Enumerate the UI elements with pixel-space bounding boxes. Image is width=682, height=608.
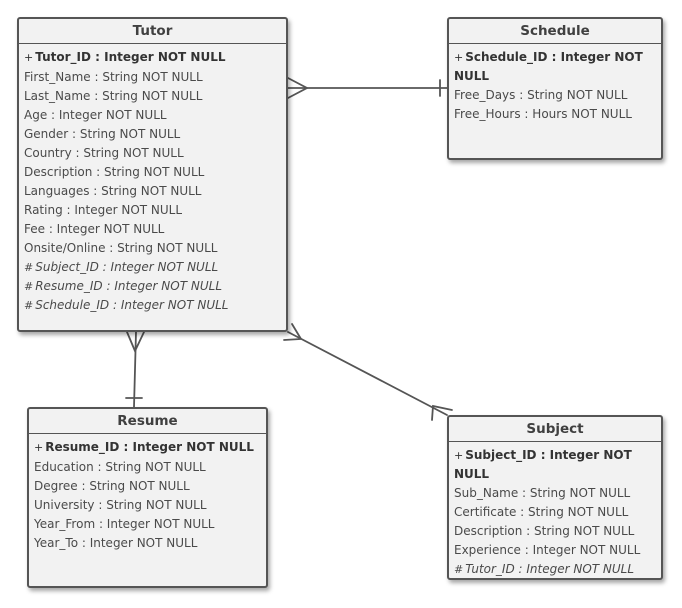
attribute-row: Gender : String NOT NULL xyxy=(24,125,281,144)
attribute-text: Certificate : String NOT NULL xyxy=(454,505,629,519)
primary-key-attribute: +Resume_ID : Integer NOT NULL xyxy=(34,438,261,457)
attribute-text: Sub_Name : String NOT NULL xyxy=(454,486,631,500)
attribute-text: Description : String NOT NULL xyxy=(454,524,635,538)
attribute-row: Fee : Integer NOT NULL xyxy=(24,220,281,239)
relationship-tutor-subject[interactable] xyxy=(283,323,453,421)
attribute-row: Country : String NOT NULL xyxy=(24,144,281,163)
attribute-prefix: + xyxy=(454,51,464,64)
attribute-text: Rating : Integer NOT NULL xyxy=(24,203,183,217)
attribute-row: Description : String NOT NULL xyxy=(24,163,281,182)
attribute-row: University : String NOT NULL xyxy=(34,496,261,515)
attribute-text: Education : String NOT NULL xyxy=(34,460,206,474)
attribute-text: First_Name : String NOT NULL xyxy=(24,70,203,84)
attribute-list-schedule: +Schedule_ID : Integer NOT NULL Free_Days… xyxy=(449,44,661,124)
crowsfoot-many-tutor-side xyxy=(126,331,145,354)
attribute-text: Fee : Integer NOT NULL xyxy=(24,222,165,236)
attribute-text: Experience : Integer NOT NULL xyxy=(454,543,641,557)
crowsfoot-many-tutor-side xyxy=(287,77,309,99)
attribute-text: Onsite/Online : String NOT NULL xyxy=(24,241,218,255)
attribute-row: Age : Integer NOT NULL xyxy=(24,106,281,125)
attribute-row: Description : String NOT NULL xyxy=(454,522,656,541)
entity-title-schedule: Schedule xyxy=(449,19,661,44)
attribute-row: Onsite/Online : String NOT NULL xyxy=(24,239,281,258)
entity-tutor[interactable]: Tutor +Tutor_ID : Integer NOT NULL First_… xyxy=(17,17,288,332)
attribute-text: Resume_ID : Integer NOT NULL xyxy=(45,440,254,454)
attribute-row: Year_From : Integer NOT NULL xyxy=(34,515,261,534)
attribute-prefix: + xyxy=(34,441,44,454)
attribute-text: Gender : String NOT NULL xyxy=(24,127,181,141)
attribute-row: Degree : String NOT NULL xyxy=(34,477,261,496)
primary-key-attribute: +Schedule_ID : Integer NOT NULL xyxy=(454,48,656,85)
attribute-text: Subject_ID : Integer NOT NULL xyxy=(35,260,219,274)
attribute-list-subject: +Subject_ID : Integer NOT NULL Sub_Name :… xyxy=(449,442,661,579)
attribute-row: Sub_Name : String NOT NULL xyxy=(454,484,656,503)
attribute-text: Tutor_ID : Integer NOT NULL xyxy=(35,50,226,64)
foreign-key-attribute: #Resume_ID : Integer NOT NULL xyxy=(24,277,281,296)
foreign-key-attribute: #Schedule_ID : Integer NOT NULL xyxy=(24,296,281,315)
attribute-row: Last_Name : String NOT NULL xyxy=(24,87,281,106)
attribute-text: Degree : String NOT NULL xyxy=(34,479,190,493)
relationship-tutor-schedule[interactable] xyxy=(287,77,448,99)
attribute-row: Free_Days : String NOT NULL xyxy=(454,86,656,105)
primary-key-attribute: +Subject_ID : Integer NOT NULL xyxy=(454,446,656,483)
entity-title-resume: Resume xyxy=(29,409,266,434)
attribute-text: Age : Integer NOT NULL xyxy=(24,108,167,122)
attribute-text: Year_To : Integer NOT NULL xyxy=(34,536,198,550)
attribute-row: Free_Hours : Hours NOT NULL xyxy=(454,105,656,124)
attribute-list-resume: +Resume_ID : Integer NOT NULL Education :… xyxy=(29,434,266,553)
attribute-prefix: # xyxy=(24,261,34,274)
attribute-text: Year_From : Integer NOT NULL xyxy=(34,517,215,531)
attribute-prefix: + xyxy=(24,51,34,64)
attribute-prefix: # xyxy=(24,299,34,312)
attribute-text: Subject_ID : Integer NOT NULL xyxy=(454,448,632,481)
entity-resume[interactable]: Resume +Resume_ID : Integer NOT NULL Educ… xyxy=(27,407,268,588)
foreign-key-attribute: #Subject_ID : Integer NOT NULL xyxy=(24,258,281,277)
entity-title-tutor: Tutor xyxy=(19,19,286,44)
relationship-tutor-resume[interactable] xyxy=(125,331,145,408)
attribute-row: Certificate : String NOT NULL xyxy=(454,503,656,522)
primary-key-attribute: +Tutor_ID : Integer NOT NULL xyxy=(24,48,281,67)
attribute-row: Education : String NOT NULL xyxy=(34,458,261,477)
entity-title-subject: Subject xyxy=(449,417,661,442)
attribute-prefix: + xyxy=(454,449,464,462)
attribute-row: First_Name : String NOT NULL xyxy=(24,68,281,87)
attribute-row: Experience : Integer NOT NULL xyxy=(454,541,656,560)
attribute-row: Rating : Integer NOT NULL xyxy=(24,201,281,220)
attribute-row: Languages : String NOT NULL xyxy=(24,182,281,201)
entity-schedule[interactable]: Schedule +Schedule_ID : Integer NOT NULL… xyxy=(447,17,663,160)
attribute-text: Country : String NOT NULL xyxy=(24,146,184,160)
attribute-text: Free_Hours : Hours NOT NULL xyxy=(454,107,632,121)
attribute-text: Description : String NOT NULL xyxy=(24,165,205,179)
attribute-text: University : String NOT NULL xyxy=(34,498,207,512)
attribute-text: Free_Days : String NOT NULL xyxy=(454,88,628,102)
attribute-text: Schedule_ID : Integer NOT NULL xyxy=(454,50,643,83)
foreign-key-attribute: #Tutor_ID : Integer NOT NULL xyxy=(454,560,656,579)
attribute-text: Schedule_ID : Integer NOT NULL xyxy=(35,298,229,312)
attribute-text: Last_Name : String NOT NULL xyxy=(24,89,203,103)
attribute-text: Languages : String NOT NULL xyxy=(24,184,202,198)
crowsfoot-many-tutor-side xyxy=(283,323,303,341)
attribute-list-tutor: +Tutor_ID : Integer NOT NULL First_Name :… xyxy=(19,44,286,315)
attribute-text: Resume_ID : Integer NOT NULL xyxy=(35,279,222,293)
attribute-prefix: # xyxy=(454,563,464,576)
attribute-text: Tutor_ID : Integer NOT NULL xyxy=(465,562,635,576)
attribute-prefix: # xyxy=(24,280,34,293)
crowsfoot-many-subject-side xyxy=(431,404,453,421)
attribute-row: Year_To : Integer NOT NULL xyxy=(34,534,261,553)
